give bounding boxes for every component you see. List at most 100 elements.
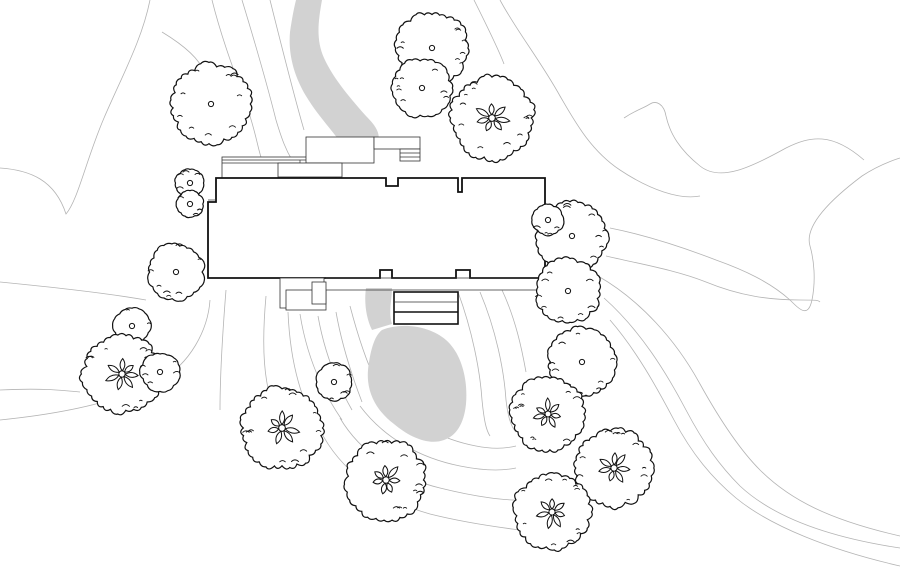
foliage-fleck — [554, 226, 560, 229]
contour-line — [609, 319, 900, 567]
foliage-fleck — [394, 77, 399, 80]
foliage-fleck — [176, 114, 183, 118]
tree-trunk — [128, 322, 136, 330]
foliage-fleck — [566, 539, 575, 543]
contour-line — [501, 289, 527, 373]
canopy-leaf — [616, 466, 631, 472]
foliage-fleck — [595, 387, 603, 390]
canopy-leaf — [532, 413, 546, 420]
tree-canopy — [315, 362, 353, 402]
foliage-fleck — [615, 432, 621, 434]
foliage-fleck — [477, 146, 484, 149]
simple-tree — [147, 242, 206, 302]
foliage-fleck — [530, 436, 535, 439]
foliage-fleck — [574, 487, 581, 490]
tree-canopy — [573, 427, 655, 511]
detailed-tree — [239, 384, 325, 470]
foliage-fleck — [177, 196, 185, 199]
canopy-leaf — [611, 452, 618, 466]
foliage-fleck — [188, 126, 195, 129]
foliage-fleck — [312, 412, 317, 414]
simple-tree — [534, 256, 602, 324]
foliage-fleck — [138, 399, 143, 402]
foliage-fleck — [463, 93, 468, 96]
simple-tree — [315, 362, 353, 402]
foliage-fleck — [139, 364, 146, 367]
tree-canopy — [169, 60, 253, 147]
foliage-fleck — [87, 355, 95, 358]
north-steps — [399, 148, 421, 162]
contour-line — [0, 0, 151, 215]
foliage-fleck — [415, 490, 425, 494]
canopy-leaf — [283, 414, 294, 427]
foliage-fleck — [332, 363, 341, 367]
foliage-fleck — [399, 77, 405, 80]
canopy-leaf — [476, 117, 490, 124]
tree-trunk — [568, 232, 576, 240]
foliage-fleck — [461, 39, 468, 42]
foliage-fleck — [228, 125, 237, 128]
foliage-fleck — [595, 234, 603, 238]
foliage-fleck — [416, 462, 425, 466]
foliage-fleck — [175, 291, 183, 295]
foliage-fleck — [431, 68, 439, 71]
canopy-leaf — [536, 407, 546, 414]
foliage-fleck — [176, 186, 184, 189]
foliage-fleck — [546, 271, 553, 274]
foliage-fleck — [172, 360, 177, 363]
canopy-leaf — [554, 511, 566, 518]
canopy-leaf — [493, 119, 502, 131]
foliage-fleck — [626, 498, 631, 501]
tree-trunk — [564, 287, 572, 295]
foliage-fleck — [565, 390, 572, 393]
contour-line — [609, 157, 900, 311]
tree-canopy — [147, 242, 206, 302]
foliage-fleck — [632, 442, 640, 446]
foliage-fleck — [279, 460, 286, 463]
north-entry — [277, 162, 343, 178]
foliage-fleck — [579, 456, 586, 459]
canopy-leaf — [275, 430, 283, 445]
foliage-fleck — [225, 74, 232, 77]
canopy-leaf — [267, 426, 280, 434]
foliage-fleck — [534, 294, 543, 298]
tree-trunk — [610, 464, 618, 472]
canopy-leaf — [540, 501, 551, 511]
foliage-fleck — [288, 392, 297, 396]
tree-trunk — [382, 476, 390, 484]
tree-trunk — [330, 378, 338, 386]
tree-canopy — [531, 203, 565, 237]
contour-line — [299, 313, 343, 421]
foliage-fleck — [172, 371, 181, 374]
tree-canopy — [508, 375, 587, 453]
foliage-fleck — [551, 368, 560, 372]
foliage-fleck — [525, 117, 530, 120]
foliage-fleck — [458, 123, 465, 126]
foliage-fleck — [141, 373, 149, 376]
foliage-fleck — [575, 528, 580, 531]
foliage-fleck — [299, 449, 308, 452]
north-wing — [305, 136, 375, 164]
foliage-fleck — [366, 451, 375, 455]
canopy-leaf — [598, 466, 612, 474]
tree-canopy — [139, 352, 181, 393]
foliage-fleck — [544, 478, 553, 482]
foliage-fleck — [204, 133, 212, 136]
contour-line — [359, 405, 517, 471]
foliage-fleck — [139, 347, 148, 350]
canopy-leaf — [615, 454, 626, 467]
tree-trunk — [186, 200, 194, 208]
tree-trunk — [156, 368, 164, 376]
canopy-leaf — [608, 470, 615, 482]
foliage-fleck — [180, 92, 186, 95]
foliage-fleck — [521, 489, 526, 492]
foliage-fleck — [443, 95, 450, 99]
canopy-leaf — [493, 106, 506, 117]
contour-line — [623, 102, 865, 174]
foliage-fleck — [522, 522, 527, 525]
foliage-fleck — [575, 332, 581, 335]
foliage-fleck — [459, 62, 464, 64]
detailed-tree — [573, 427, 655, 511]
foliage-fleck — [517, 403, 525, 406]
tree-trunk — [418, 84, 426, 92]
